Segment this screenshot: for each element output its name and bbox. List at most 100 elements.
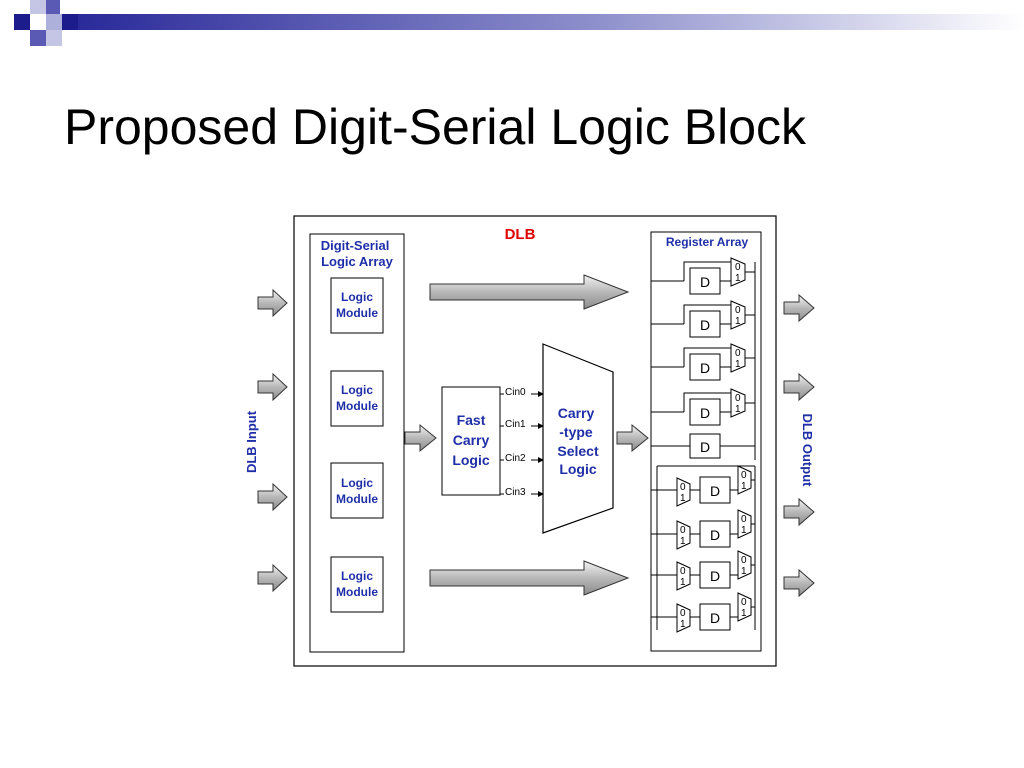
mux-bit: 1 <box>680 493 686 504</box>
logic-module-label: Logic <box>341 383 373 397</box>
register-wiring <box>651 261 756 460</box>
cin0-label: Cin0 <box>505 387 526 398</box>
accent-gradient-bar <box>78 14 1024 30</box>
mux-bit: 1 <box>741 566 747 577</box>
output-arrow <box>783 293 815 323</box>
register-lower: 0 1 D 0 1 <box>676 465 752 507</box>
mux-bit: 1 <box>680 619 686 630</box>
accent-square <box>30 0 46 14</box>
accent-square <box>14 14 30 30</box>
output-arrows <box>783 293 815 598</box>
mux-bit: 0 <box>735 305 741 316</box>
output-arrow <box>783 568 815 598</box>
input-arrow <box>257 372 288 402</box>
carry-select-label: Carry <box>558 405 595 421</box>
register-lower: 0 1 D 0 1 <box>676 592 752 633</box>
register-d-label: D <box>700 439 710 455</box>
fast-carry-label: Logic <box>452 452 490 468</box>
logic-module-label: Logic <box>341 476 373 490</box>
carry-input-arrow <box>404 423 437 453</box>
mux-bit: 1 <box>741 481 747 492</box>
register-lower: 0 1 D 0 1 <box>676 550 752 591</box>
register-lower: 0 1 D 0 1 <box>676 509 752 550</box>
accent-square <box>46 14 62 30</box>
register-plain: D <box>689 433 721 459</box>
logic-module-label: Module <box>336 399 378 413</box>
mux-bit: 0 <box>735 348 741 359</box>
input-arrow <box>257 288 288 318</box>
output-arrow <box>783 372 815 402</box>
logic-module-label: Module <box>336 585 378 599</box>
bottom-bypass-arrow <box>429 560 630 596</box>
register-upper: D 0 1 <box>689 300 746 338</box>
register-upper: D 0 1 <box>689 343 746 381</box>
register-d-label: D <box>710 610 720 626</box>
carry-select-label: Logic <box>559 461 597 477</box>
logic-module: Logic Module <box>330 277 384 334</box>
input-arrows <box>257 288 288 593</box>
logic-module-label: Logic <box>341 569 373 583</box>
mux-bit: 0 <box>741 514 747 525</box>
cin2-label: Cin2 <box>505 453 526 464</box>
register-d-label: D <box>700 274 710 290</box>
input-arrow <box>257 563 288 593</box>
logic-module-label: Module <box>336 306 378 320</box>
logic-module: Logic Module <box>330 370 384 427</box>
cin1-label: Cin1 <box>505 419 526 430</box>
fast-carry-label: Fast <box>457 412 486 428</box>
register-d-label: D <box>710 483 720 499</box>
register-upper: D 0 1 <box>689 257 746 295</box>
dlb-label: DLB <box>505 226 536 243</box>
output-arrow <box>783 497 815 527</box>
mux-bit: 0 <box>741 470 747 481</box>
register-upper: D 0 1 <box>689 388 746 426</box>
carry-select-label: Select <box>557 443 599 459</box>
mux-bit: 1 <box>735 273 741 284</box>
logic-module-label: Module <box>336 492 378 506</box>
slide-title: Proposed Digit-Serial Logic Block <box>64 99 807 155</box>
mux-bit: 1 <box>735 359 741 370</box>
logic-module: Logic Module <box>330 462 384 519</box>
mux-bit: 0 <box>680 608 686 619</box>
mux-bit: 0 <box>680 482 686 493</box>
mux-bit: 0 <box>680 525 686 536</box>
mux-bit: 1 <box>741 525 747 536</box>
accent-square <box>30 30 46 46</box>
top-bypass-arrow <box>429 274 630 310</box>
register-d-label: D <box>700 317 710 333</box>
carry-select-logic-block <box>542 343 614 534</box>
mux-bit: 0 <box>741 597 747 608</box>
mux-bit: 0 <box>735 393 741 404</box>
register-d-label: D <box>710 527 720 543</box>
dlb-input-label: DLB Input <box>244 410 259 473</box>
mux-bit: 1 <box>680 577 686 588</box>
slide-corner-decoration <box>14 0 1024 46</box>
logic-module: Logic Module <box>330 556 384 613</box>
logic-array-title-line1: Digit-Serial <box>321 238 390 253</box>
carry-select-label: -type <box>559 424 593 440</box>
mux-bit: 0 <box>680 566 686 577</box>
accent-square <box>46 30 62 46</box>
mux-bit: 1 <box>735 404 741 415</box>
register-d-label: D <box>700 360 710 376</box>
accent-square <box>46 0 60 14</box>
mux-bit: 0 <box>735 262 741 273</box>
mux-bit: 0 <box>741 555 747 566</box>
mux-bit: 1 <box>735 316 741 327</box>
logic-array-title-line2: Logic Array <box>321 254 394 269</box>
accent-square <box>62 14 78 30</box>
fast-carry-logic-box <box>441 386 501 496</box>
register-d-label: D <box>710 568 720 584</box>
input-arrow <box>257 482 288 512</box>
fast-carry-label: Carry <box>453 432 490 448</box>
register-array-title: Register Array <box>666 235 749 249</box>
register-d-label: D <box>700 405 710 421</box>
mux-bit: 1 <box>741 608 747 619</box>
dlb-output-label: DLB Output <box>800 414 815 488</box>
cin3-label: Cin3 <box>505 487 526 498</box>
register-lower-wiring <box>651 465 756 630</box>
cin-labels: Cin0 Cin1 Cin2 Cin3 <box>504 385 531 498</box>
select-output-arrow <box>616 423 649 453</box>
mux-bit: 1 <box>680 536 686 547</box>
